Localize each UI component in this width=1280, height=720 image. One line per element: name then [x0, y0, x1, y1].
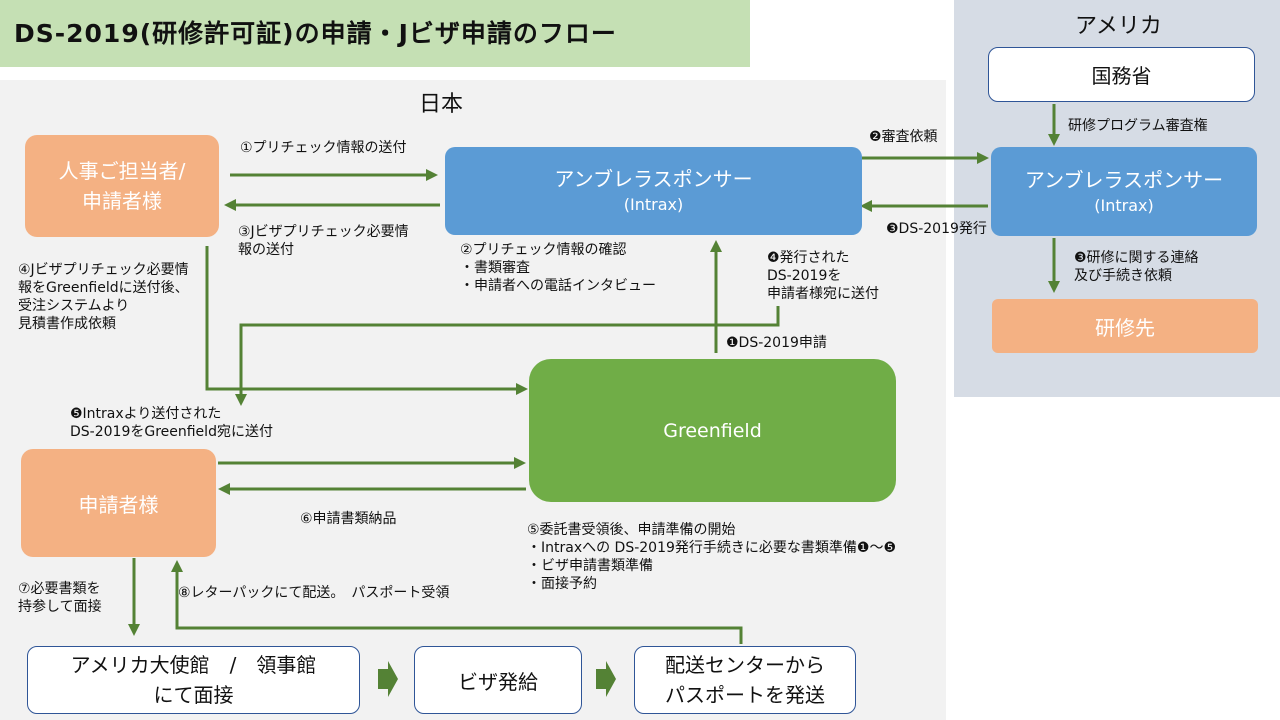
hr-box: 人事ご担当者/ 申請者様: [25, 135, 219, 237]
state-department-box: 国務省: [988, 47, 1255, 102]
forward-ds-label: ❺Intraxより送付された DS-2019をGreenfield宛に送付: [70, 406, 273, 440]
delivery-box: 配送センターから パスポートを発送: [634, 646, 856, 714]
arrow-hr-to-greenfield: [205, 246, 528, 395]
arrow-embassy-to-visa: [378, 661, 398, 697]
umbrella-sponsor-japan-name: アンブレラスポンサー: [554, 167, 753, 191]
embassy-box: アメリカ大使館 / 領事館 にて面接: [27, 646, 360, 714]
ds-issued-label: ❸DS-2019発行: [886, 221, 987, 237]
step7-label: ⑦必要書類を 持参して面接: [18, 581, 102, 615]
step1-label: ①プリチェック情報の送付: [240, 140, 407, 156]
step4-label: ④Jビザプリチェック必要情 報をGreenfieldに送付後、 受注システムより…: [18, 262, 189, 332]
program-review-label: 研修プログラム審査権: [1068, 118, 1208, 134]
ds-apply-label: ❶DS-2019申請: [726, 335, 827, 351]
step6-label: ⑥申請書類納品: [300, 511, 397, 527]
arrow-delivery-to-applicant: [171, 560, 743, 644]
arrow-ds-to-applicant: [235, 306, 780, 406]
title-banner: [0, 0, 750, 67]
step3-label: ③Jビザプリチェック必要情 報の送付: [238, 224, 409, 258]
contact-training-label: ❸研修に関する連絡 及び手続き依頼: [1074, 250, 1199, 284]
umbrella-sponsor-us-sub: (Intrax): [1094, 195, 1154, 215]
umbrella-sponsor-japan-box: アンブレラスポンサー (Intrax): [445, 147, 862, 235]
page-title: DS-2019(研修許可証)の申請・Jビザ申請のフロー: [14, 19, 617, 48]
america-region-label: アメリカ: [1075, 14, 1162, 39]
step2-label: ②プリチェック情報の確認 ・書類審査 ・申請者への電話インタビュー: [460, 242, 656, 294]
visa-issue-box: ビザ発給: [414, 646, 582, 714]
applicant-box: 申請者様: [21, 449, 216, 557]
review-request-label: ❷審査依頼: [869, 129, 938, 145]
japan-region-label: 日本: [419, 92, 464, 117]
training-site-box: 研修先: [992, 299, 1258, 353]
umbrella-sponsor-japan-sub: (Intrax): [623, 195, 684, 214]
umbrella-sponsor-us-name: アンブレラスポンサー: [1024, 167, 1224, 192]
greenfield-box: Greenfield: [529, 359, 896, 502]
step5-label: ⑤委託書受領後、申請準備の開始 ・Intraxへの DS-2019発行手続きに必…: [527, 522, 897, 592]
umbrella-sponsor-us-box: アンブレラスポンサー (Intrax): [991, 147, 1257, 236]
issued-send-label: ❹発行された DS-2019を 申請者様宛に送付: [767, 250, 879, 302]
arrow-visa-to-delivery: [596, 661, 616, 697]
step8-label: ⑧レターパックにて配送。 パスポート受領: [178, 585, 450, 601]
